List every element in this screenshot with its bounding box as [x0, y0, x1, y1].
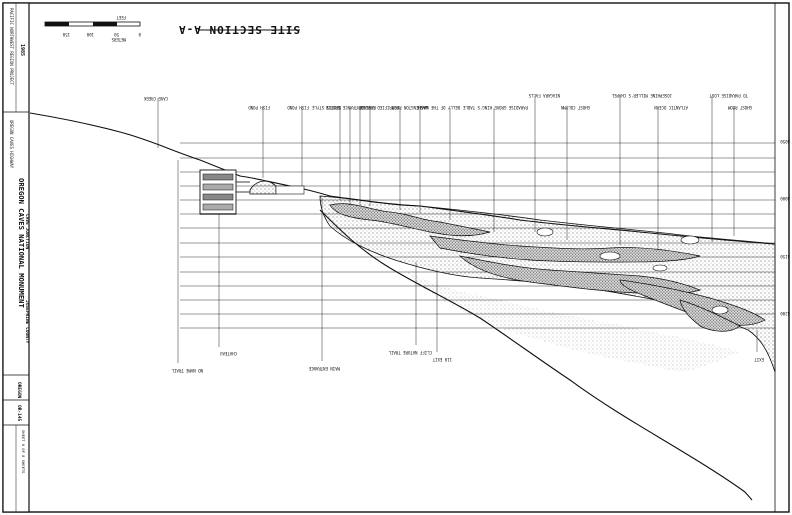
scale-bar: FEET METERS 0 50 100 150 — [44, 15, 141, 42]
lower-labels: NO NAME TRAIL CHATEAU MAIN ENTRANCE CLIF… — [171, 350, 764, 373]
upper-label: ENTRANCE GROTTO — [325, 105, 362, 110]
upper-label: WASHINGTON ROOM — [391, 105, 428, 110]
monument-name: OREGON CAVES NATIONAL MONUMENT — [17, 178, 26, 308]
upper-label: GHOST ROOM — [727, 105, 752, 110]
upper-label: FISH POND — [248, 105, 270, 110]
lower-leader-lines — [177, 160, 758, 363]
scale-tick-50: 50 — [114, 32, 119, 37]
lower-label: CLIFF NATURE TRAIL — [388, 350, 432, 355]
scale-metric-label: METERS — [111, 37, 126, 42]
sheet-number: SHEET 6 OF 8 SHEETS — [21, 430, 26, 474]
cave-passages — [329, 203, 766, 332]
lower-label: 110 EXIT — [432, 357, 452, 362]
upper-label: KING'S TABLE — [463, 105, 492, 110]
drawing-subtitle: OREGON CAVES HIGHWAY — [9, 120, 14, 169]
lower-cliff-shade — [400, 268, 740, 372]
upper-label: TO PARADISE LOST — [709, 93, 748, 98]
drawing-number: OR-145 — [16, 405, 22, 422]
upper-labels: CAVE CREEK FISH POND FISH POND DEVILS ST… — [143, 93, 752, 110]
state-text: OREGON — [16, 382, 22, 399]
elevation-label: 4200 — [780, 311, 790, 316]
lower-cliff-line — [319, 209, 753, 501]
upper-label: DEVILS STYLE — [312, 105, 341, 110]
elevation-label: 4000 — [780, 196, 790, 201]
lower-label: CHATEAU — [220, 351, 237, 356]
title-block: PACIFIC NORTHWEST REGION PROJECT 1985 OR… — [2, 2, 30, 513]
upper-label: GHOST COLUMN — [561, 105, 590, 110]
upper-label: PASSAGE — [359, 105, 376, 110]
upper-leader-lines — [157, 96, 735, 250]
elevation-label: 4150 — [780, 254, 790, 259]
upper-label: ATLANTIC OCEAN — [654, 105, 688, 110]
elevation-labels: 4050 4000 4150 4200 — [780, 139, 790, 316]
scale-label: FEET — [116, 15, 126, 20]
upper-label: FISH POND — [287, 105, 309, 110]
location-text: CAVE JUNCTION — [24, 214, 30, 250]
scale-tick-150: 150 — [62, 32, 70, 37]
lower-label: EXIT — [754, 357, 764, 362]
project-text: PACIFIC NORTHWEST REGION PROJECT — [9, 8, 14, 86]
upper-label: CAVE CREEK — [143, 96, 168, 101]
lower-label: MAIN ENTRANCE — [308, 366, 340, 371]
upper-label: NIAGARA FALLS — [528, 93, 560, 98]
scale-tick-0: 0 — [138, 32, 141, 37]
upper-label: PETRIFIED GARDEN — [360, 105, 399, 110]
lower-label: NO NAME TRAIL — [171, 368, 203, 373]
upper-label: BELLY OF THE WHALE — [416, 105, 460, 110]
scale-tick-100: 100 — [86, 32, 94, 37]
upper-label: JOSEPHINE MILLER'S CHAPEL — [611, 93, 672, 98]
drawing-year: 1985 — [19, 44, 25, 56]
county-text: JOSEPHINE COUNTY — [24, 300, 30, 344]
elevation-label: 4050 — [780, 139, 790, 144]
chateau-building — [199, 169, 305, 215]
upper-label: PARADISE GROVE — [494, 105, 528, 110]
